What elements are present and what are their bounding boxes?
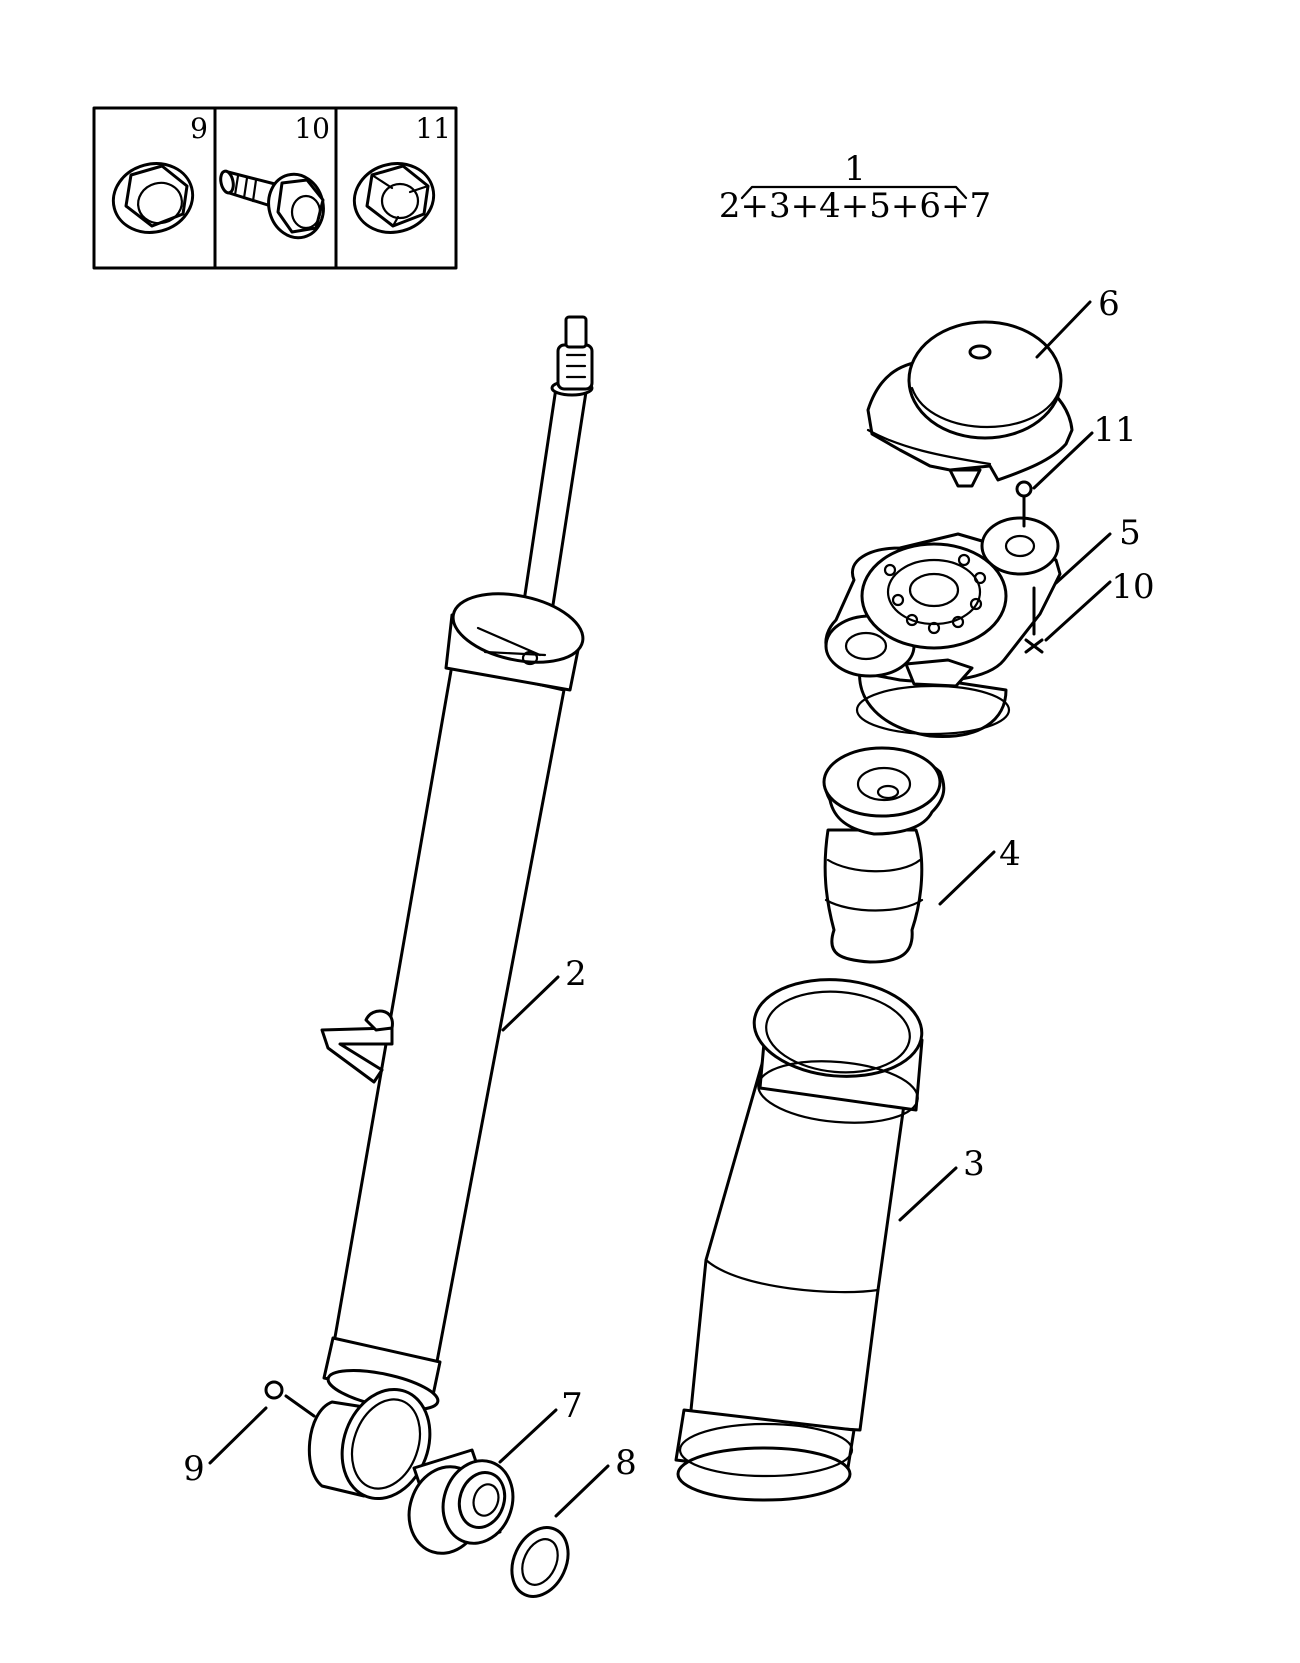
fastener-marker-9 (264, 1380, 284, 1400)
leader-lines (208, 300, 1112, 1518)
fastener-inset-table: 9 10 11 (92, 106, 458, 270)
flange-nut-icon (111, 162, 195, 234)
assembly-includes: 2+3+4+5+6+7 (719, 186, 991, 226)
strut-mount-part-5 (824, 516, 1062, 739)
bushing-part-7 (407, 1448, 515, 1555)
callout-2: 2 (565, 954, 587, 994)
callout-8: 8 (615, 1443, 637, 1483)
callout-5: 5 (1119, 513, 1141, 553)
inset-number-11: 11 (415, 112, 451, 145)
flange-nut-icon (352, 162, 436, 234)
callout-7: 7 (561, 1386, 583, 1426)
assembly-number: 1 (844, 149, 866, 189)
assembly-label: 1 2+3+4+5+6+7 (719, 149, 991, 226)
flange-bolt-icon (219, 169, 325, 240)
callout-9: 9 (183, 1449, 205, 1489)
shock-absorber-part-2 (307, 315, 594, 1501)
washer-part-8 (510, 1526, 570, 1598)
callout-4: 4 (999, 834, 1021, 874)
callout-6: 6 (1098, 284, 1120, 324)
bump-stop-part-4 (822, 746, 946, 964)
dust-boot-part-3 (674, 978, 924, 1502)
inset-number-9: 9 (190, 112, 208, 145)
inset-number-10: 10 (294, 112, 330, 145)
callout-3: 3 (963, 1144, 985, 1184)
fastener-marker-10 (1024, 638, 1044, 654)
top-cap-part-6 (866, 320, 1074, 488)
callout-11: 11 (1093, 410, 1136, 450)
callout-10: 10 (1111, 567, 1154, 607)
fastener-marker-11 (1015, 480, 1033, 498)
